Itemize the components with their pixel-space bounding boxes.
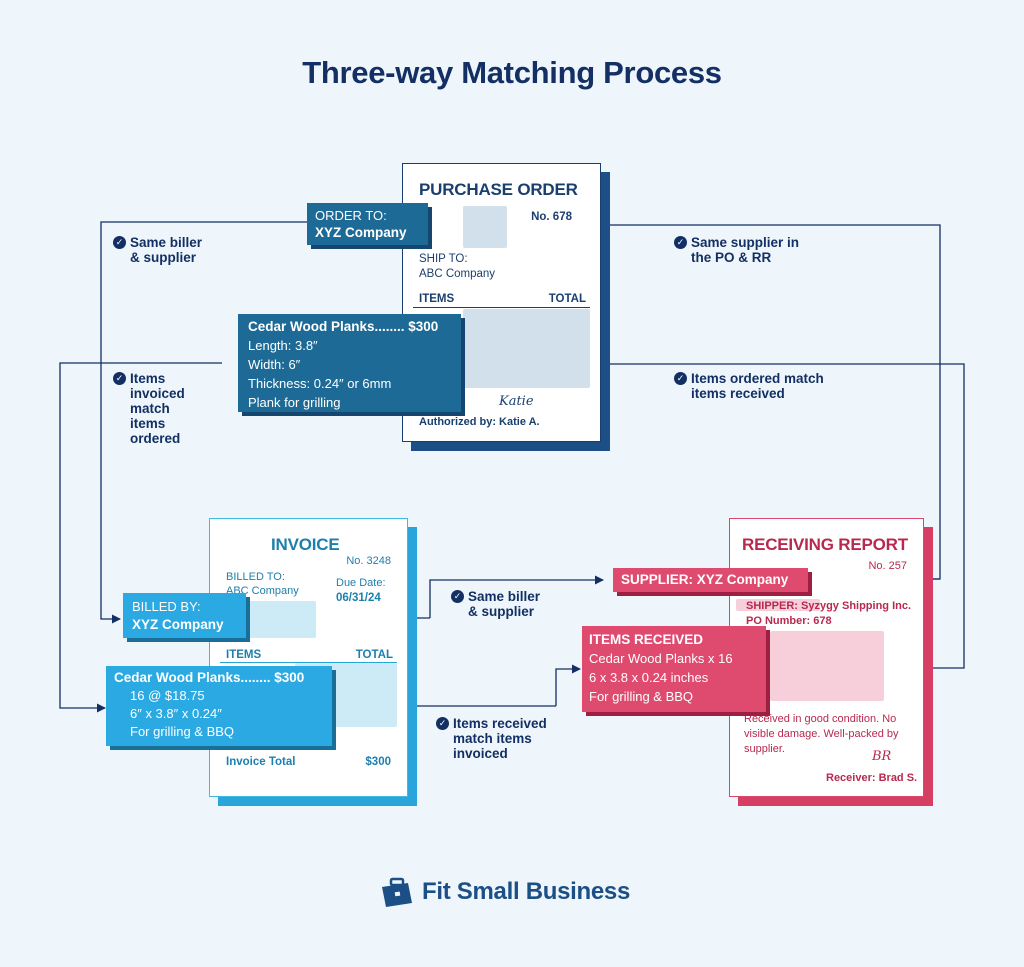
label-line: & supplier [130, 250, 197, 265]
due-date-label: Due Date: [336, 577, 386, 589]
po-divider [413, 307, 590, 308]
po-item-line-5: Plank for grilling [248, 395, 341, 410]
purchase-order-number: No. 678 [531, 211, 572, 223]
invoice-item-line-4: For grilling & BBQ [130, 724, 235, 739]
check-icon: ✓ [674, 236, 687, 249]
receiving-report-number: No. 257 [868, 560, 907, 572]
rr-items-line-2: Cedar Wood Planks x 16 [589, 651, 733, 666]
check-icon: ✓ [113, 236, 126, 249]
label-line: items received [691, 386, 785, 401]
label-line: the PO & RR [691, 250, 772, 265]
invoice-item-line-2: 16 @ $18.75 [130, 688, 205, 703]
rr-items-line-1: ITEMS RECEIVED [589, 632, 704, 647]
label-line: ordered [130, 431, 181, 446]
label-line: invoiced [453, 746, 508, 761]
purchase-order-title: PURCHASE ORDER [419, 180, 578, 199]
rr-shipper: SHIPPER: Syzygy Shipping Inc. [746, 600, 912, 612]
due-date-value: 06/31/24 [336, 592, 381, 604]
briefcase-icon [382, 877, 412, 907]
billed-to-label: BILLED TO: [226, 571, 285, 583]
po-signature: Katie [499, 394, 534, 409]
po-item-line-1: Cedar Wood Planks........ $300 [248, 319, 439, 334]
label-line: match [130, 401, 170, 416]
label-line: items [130, 416, 166, 431]
rr-receiver: Receiver: Brad S. [826, 772, 918, 784]
invoice-document: INVOICE No. 3248 BILLED TO: ABC Company … [209, 518, 408, 797]
check-icon: ✓ [451, 590, 464, 603]
rr-supplier-callout: SUPPLIER: XYZ Company [613, 568, 808, 592]
invoice-total-value: $300 [365, 756, 391, 768]
po-items-header: ITEMS [419, 293, 455, 305]
invoice-total-header: TOTAL [355, 649, 393, 661]
ship-to-value: ABC Company [419, 268, 496, 280]
po-order-to-callout: ORDER TO: XYZ Company [307, 203, 428, 245]
label-line: & supplier [468, 604, 535, 619]
arrow-items-invoiced [59, 362, 222, 713]
label-line: invoiced [130, 386, 185, 401]
po-total-header: TOTAL [548, 293, 586, 305]
label-items-ordered: ✓ Items ordered match items received [674, 371, 824, 401]
arrow-biller-left [100, 221, 307, 624]
label-same-biller-left: ✓ Same biller & supplier [113, 235, 203, 265]
rr-supplier-value: SUPPLIER: XYZ Company [621, 572, 789, 587]
invoice-items-header: ITEMS [226, 649, 262, 661]
rr-items-callout: ITEMS RECEIVED Cedar Wood Planks x 16 6 … [582, 626, 766, 712]
label-line: Same supplier in [691, 235, 800, 250]
po-order-to-value: XYZ Company [315, 225, 407, 240]
label-items-received: ✓ Items received match items invoiced [436, 716, 547, 761]
invoice-total-label: Invoice Total [226, 756, 296, 768]
label-line: Items [130, 371, 166, 386]
invoice-divider [220, 662, 397, 663]
invoice-billed-by-callout: BILLED BY: XYZ Company [123, 593, 246, 638]
label-items-invoiced: ✓ Items invoiced match items ordered [113, 371, 185, 446]
brand-logo: Fit Small Business [380, 876, 630, 908]
po-item-line-2: Length: 3.8″ [248, 338, 318, 353]
label-same-supplier: ✓ Same supplier in the PO & RR [674, 235, 800, 265]
po-order-to-label: ORDER TO: [315, 208, 387, 223]
check-icon: ✓ [674, 372, 687, 385]
page-title: Three-way Matching Process [302, 55, 722, 90]
invoice-billed-by-label: BILLED BY: [132, 599, 201, 614]
po-item-line-4: Thickness: 0.24″ or 6mm [248, 376, 392, 391]
invoice-ghost-billedby [240, 601, 316, 638]
rr-ghost-supplier [736, 599, 820, 611]
po-ghost-items [463, 309, 590, 388]
po-item-line-3: Width: 6″ [248, 357, 301, 372]
po-ghost-orderto [463, 206, 507, 248]
brand-name: Fit Small Business [422, 878, 630, 905]
receiving-report-title: RECEIVING REPORT [742, 535, 908, 554]
label-same-biller-mid: ✓ Same biller & supplier [451, 589, 541, 619]
ship-to-label: SHIP TO: [419, 253, 468, 265]
invoice-title: INVOICE [271, 535, 340, 554]
label-line: Items ordered match [691, 371, 824, 386]
receiving-report-document: RECEIVING REPORT No. 257 SHIPPER: Syzygy… [729, 518, 924, 797]
check-icon: ✓ [113, 372, 126, 385]
rr-po-number: PO Number: 678 [746, 615, 832, 627]
purchase-order-document: PURCHASE ORDER No. 678 SHIP TO: ABC Comp… [402, 163, 601, 442]
label-line: Items received [453, 716, 547, 731]
invoice-item-callout: Cedar Wood Planks........ $300 16 @ $18.… [106, 666, 332, 746]
rr-signature: BR [872, 749, 892, 764]
invoice-item-line-1: Cedar Wood Planks........ $300 [114, 670, 305, 685]
label-line: Same biller [130, 235, 203, 250]
po-authorized-by: Authorized by: Katie A. [419, 416, 540, 428]
invoice-billed-by-value: XYZ Company [132, 617, 224, 632]
po-item-callout: Cedar Wood Planks........ $300 Length: 3… [238, 314, 461, 412]
rr-note: Received in good condition. No visible d… [744, 713, 899, 755]
invoice-number: No. 3248 [346, 555, 391, 567]
invoice-item-line-3: 6″ x 3.8″ x 0.24″ [130, 706, 222, 721]
arrow-biller-mid [429, 575, 604, 618]
label-line: Same biller [468, 589, 541, 604]
rr-items-line-3: 6 x 3.8 x 0.24 inches [589, 670, 709, 685]
arrow-items-received [555, 664, 581, 706]
label-line: match items [453, 731, 532, 746]
rr-ghost-items [770, 631, 884, 701]
check-icon: ✓ [436, 717, 449, 730]
rr-items-line-4: For grilling & BBQ [589, 689, 694, 704]
